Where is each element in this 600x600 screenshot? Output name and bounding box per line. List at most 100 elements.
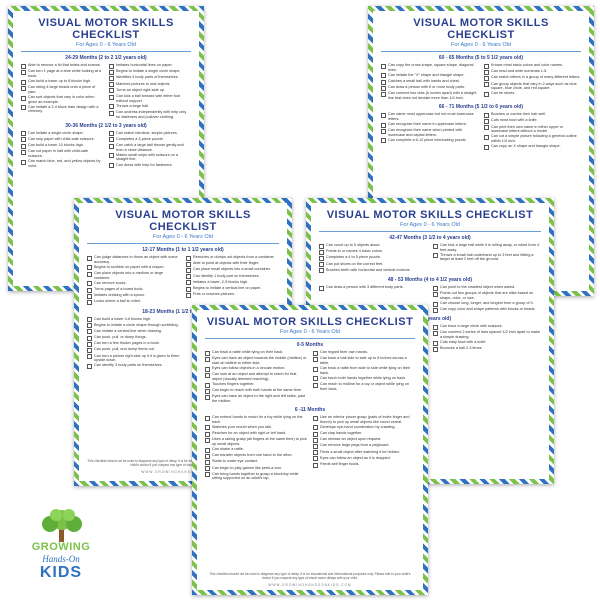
checkbox[interactable] <box>21 69 26 75</box>
checkbox[interactable] <box>433 324 438 330</box>
checkbox[interactable] <box>109 88 114 94</box>
checkbox[interactable] <box>109 69 114 75</box>
checkbox[interactable] <box>21 159 26 165</box>
checkbox[interactable] <box>484 69 489 75</box>
checkbox[interactable] <box>87 364 92 369</box>
checkbox[interactable] <box>484 75 489 81</box>
checkbox[interactable] <box>205 466 210 472</box>
checkbox[interactable] <box>109 153 114 159</box>
checkbox[interactable] <box>205 453 210 459</box>
checkbox[interactable] <box>205 447 210 453</box>
checkbox[interactable] <box>313 437 318 443</box>
checkbox[interactable] <box>319 255 324 261</box>
checkbox[interactable] <box>21 85 26 91</box>
checkbox[interactable] <box>433 307 438 313</box>
checkbox[interactable] <box>313 456 318 462</box>
checkbox[interactable] <box>21 79 26 85</box>
checkbox[interactable] <box>381 73 386 79</box>
checkbox[interactable] <box>433 243 438 249</box>
checkbox[interactable] <box>313 425 318 431</box>
checkbox[interactable] <box>109 137 114 143</box>
checkbox[interactable] <box>381 63 386 69</box>
checkbox[interactable] <box>186 280 191 286</box>
checkbox[interactable] <box>186 286 191 292</box>
checkbox[interactable] <box>87 299 92 305</box>
checkbox[interactable] <box>21 63 26 69</box>
checkbox[interactable] <box>87 293 92 299</box>
checkbox[interactable] <box>205 350 210 356</box>
checkbox[interactable] <box>484 125 489 131</box>
checkbox[interactable] <box>186 261 191 267</box>
checkbox[interactable] <box>484 82 489 88</box>
checkbox[interactable] <box>205 356 210 362</box>
checkbox[interactable] <box>87 281 92 287</box>
checkbox[interactable] <box>319 243 324 249</box>
checkbox[interactable] <box>87 341 92 347</box>
checkbox[interactable] <box>381 138 386 144</box>
checkbox[interactable] <box>109 131 114 137</box>
checkbox[interactable] <box>87 354 92 360</box>
checkbox[interactable] <box>87 271 92 277</box>
checkbox[interactable] <box>205 382 210 388</box>
checkbox[interactable] <box>87 329 92 335</box>
checkbox[interactable] <box>21 137 26 143</box>
checkbox[interactable] <box>313 356 318 362</box>
checkbox[interactable] <box>313 450 318 456</box>
checkbox[interactable] <box>87 265 92 271</box>
checkbox[interactable] <box>319 268 324 274</box>
checkbox[interactable] <box>484 63 489 69</box>
checkbox[interactable] <box>109 75 114 81</box>
checkbox[interactable] <box>484 144 489 150</box>
checkbox[interactable] <box>381 122 386 128</box>
checkbox[interactable] <box>21 131 26 137</box>
checkbox[interactable] <box>109 110 114 116</box>
checkbox[interactable] <box>87 317 92 323</box>
checkbox[interactable] <box>186 255 191 261</box>
checkbox[interactable] <box>433 347 438 353</box>
checkbox[interactable] <box>484 118 489 124</box>
checkbox[interactable] <box>313 444 318 450</box>
checkbox[interactable] <box>205 366 210 372</box>
checkbox[interactable] <box>21 95 26 101</box>
checkbox[interactable] <box>205 460 210 465</box>
checkbox[interactable] <box>433 253 438 259</box>
checkbox[interactable] <box>319 285 324 291</box>
checkbox[interactable] <box>205 425 210 431</box>
checkbox[interactable] <box>205 388 210 394</box>
checkbox[interactable] <box>381 79 386 85</box>
checkbox[interactable] <box>21 105 26 111</box>
checkbox[interactable] <box>205 437 210 443</box>
checkbox[interactable] <box>433 331 438 337</box>
checkbox[interactable] <box>205 415 210 421</box>
checkbox[interactable] <box>205 394 210 400</box>
checkbox[interactable] <box>109 163 114 169</box>
checkbox[interactable] <box>87 335 92 341</box>
checkbox[interactable] <box>186 292 191 298</box>
checkbox[interactable] <box>433 291 438 297</box>
checkbox[interactable] <box>313 462 318 468</box>
checkbox[interactable] <box>109 104 114 110</box>
checkbox[interactable] <box>205 472 210 478</box>
checkbox[interactable] <box>313 366 318 372</box>
checkbox[interactable] <box>109 143 114 149</box>
checkbox[interactable] <box>109 82 114 88</box>
checkbox[interactable] <box>109 94 114 100</box>
checkbox[interactable] <box>87 255 92 261</box>
checkbox[interactable] <box>87 287 92 293</box>
checkbox[interactable] <box>21 143 26 149</box>
checkbox[interactable] <box>205 372 210 378</box>
checkbox[interactable] <box>186 267 191 273</box>
checkbox[interactable] <box>87 348 92 354</box>
checkbox[interactable] <box>381 128 386 134</box>
checkbox[interactable] <box>319 262 324 268</box>
checkbox[interactable] <box>313 382 318 388</box>
checkbox[interactable] <box>484 91 489 97</box>
checkbox[interactable] <box>381 85 386 91</box>
checkbox[interactable] <box>109 63 114 69</box>
checkbox[interactable] <box>433 340 438 346</box>
checkbox[interactable] <box>313 431 318 437</box>
checkbox[interactable] <box>313 415 318 421</box>
checkbox[interactable] <box>313 350 318 356</box>
checkbox[interactable] <box>205 431 210 437</box>
checkbox[interactable] <box>484 112 489 118</box>
